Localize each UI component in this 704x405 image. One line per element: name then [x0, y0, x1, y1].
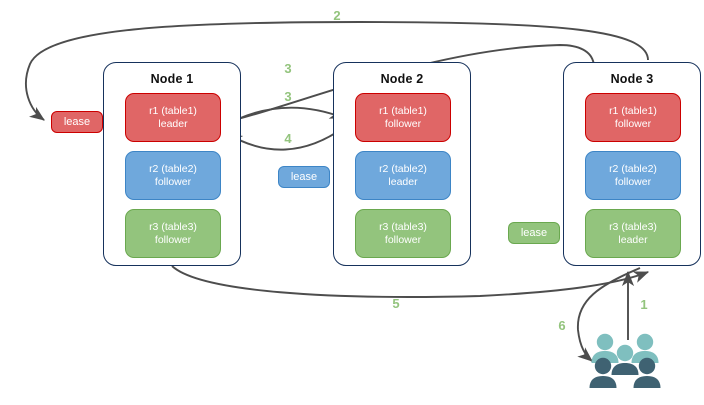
- replica-n2-r1[interactable]: r1 (table1) follower: [355, 93, 451, 142]
- replica-role: follower: [614, 117, 652, 130]
- replica-n1-r2[interactable]: r2 (table2) follower: [125, 151, 221, 200]
- replica-role: follower: [154, 175, 192, 188]
- replica-name: r1 (table1): [379, 104, 427, 117]
- replica-role: follower: [614, 175, 652, 188]
- people-group-icon: [589, 333, 661, 388]
- step-label-4: 4: [284, 131, 292, 146]
- replica-name: r3 (table3): [149, 220, 197, 233]
- replica-name: r2 (table2): [379, 162, 427, 175]
- replica-n2-r3[interactable]: r3 (table3) follower: [355, 209, 451, 258]
- arrow-step-5: [171, 265, 650, 298]
- replica-name: r3 (table3): [379, 220, 427, 233]
- replica-n3-r3[interactable]: r3 (table3) leader: [585, 209, 681, 258]
- replica-n1-r3[interactable]: r3 (table3) follower: [125, 209, 221, 258]
- replica-role: leader: [388, 175, 418, 188]
- arrow-step-2: [25, 21, 649, 121]
- replica-name: r1 (table1): [609, 104, 657, 117]
- step-label-3-upper: 3: [284, 61, 292, 76]
- node-box-1[interactable]: Node 1 r1 (table1) leader r2 (table2) fo…: [103, 62, 241, 266]
- replica-name: r3 (table3): [609, 220, 657, 233]
- node-title-3: Node 3: [610, 72, 654, 86]
- arrow-step-3-to-node2: [223, 106, 346, 127]
- step-label-5: 5: [392, 296, 400, 311]
- lease-chip-red[interactable]: lease: [51, 111, 103, 133]
- replica-name: r2 (table2): [149, 162, 197, 175]
- replica-name: r1 (table1): [149, 104, 197, 117]
- step-label-3-lower: 3: [284, 89, 292, 104]
- step-label-6: 6: [558, 318, 566, 333]
- replica-n3-r2[interactable]: r2 (table2) follower: [585, 151, 681, 200]
- replica-role: follower: [384, 117, 422, 130]
- replica-role: follower: [384, 233, 422, 246]
- node-box-3[interactable]: Node 3 r1 (table1) follower r2 (table2) …: [563, 62, 701, 266]
- node-title-2: Node 2: [380, 72, 424, 86]
- replica-name: r2 (table2): [609, 162, 657, 175]
- replica-n1-r1[interactable]: r1 (table1) leader: [125, 93, 221, 142]
- arrow-step-6: [577, 267, 641, 362]
- lease-chip-green[interactable]: lease: [508, 222, 560, 244]
- replica-role: leader: [618, 233, 648, 246]
- replica-n3-r1[interactable]: r1 (table1) follower: [585, 93, 681, 142]
- step-label-2: 2: [333, 8, 341, 23]
- node-box-2[interactable]: Node 2 r1 (table1) follower r2 (table2) …: [333, 62, 471, 266]
- step-label-1: 1: [640, 297, 648, 312]
- replica-role: follower: [154, 233, 192, 246]
- replica-n2-r2[interactable]: r2 (table2) leader: [355, 151, 451, 200]
- replica-role: leader: [158, 117, 188, 130]
- node-title-1: Node 1: [150, 72, 194, 86]
- lease-chip-blue[interactable]: lease: [278, 166, 330, 188]
